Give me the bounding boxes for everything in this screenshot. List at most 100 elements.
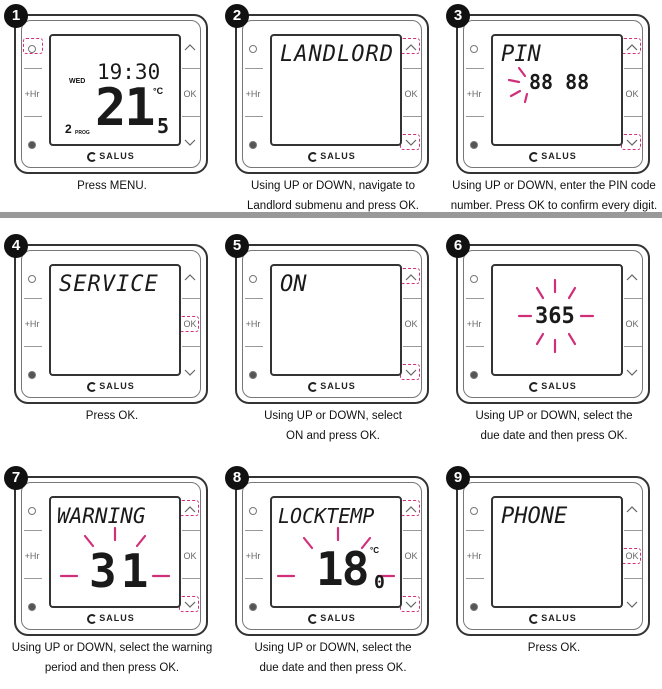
step-number-badge: 9 bbox=[446, 466, 470, 490]
ok-button[interactable]: OK bbox=[625, 551, 639, 561]
up-button[interactable] bbox=[622, 268, 642, 288]
back-button[interactable] bbox=[243, 364, 263, 384]
back-dot-icon bbox=[249, 140, 257, 149]
menu-button[interactable] bbox=[243, 38, 263, 58]
ok-button[interactable]: OK bbox=[183, 319, 197, 329]
down-button[interactable] bbox=[180, 596, 200, 616]
hr-button[interactable]: +Hr bbox=[466, 319, 482, 329]
back-button[interactable] bbox=[464, 134, 484, 154]
step-number-badge: 5 bbox=[225, 234, 249, 258]
up-button[interactable] bbox=[401, 500, 421, 520]
thermostat-device: +Hr OK LOCKTEMP 18 °C 0 SALUS bbox=[235, 476, 429, 636]
down-highlight bbox=[179, 596, 199, 612]
back-button[interactable] bbox=[464, 364, 484, 384]
menu-button[interactable] bbox=[464, 500, 484, 520]
chevron-up-icon bbox=[626, 506, 638, 513]
menu-dot-icon bbox=[28, 274, 36, 283]
lcd-text: LANDLORD bbox=[280, 42, 394, 67]
menu-button[interactable] bbox=[22, 268, 42, 288]
step-2: 2 +Hr OK LANDLORD SALUS Using UP or DOWN… bbox=[225, 2, 441, 224]
lcd-screen: 365 bbox=[491, 264, 623, 376]
ok-highlight bbox=[179, 316, 199, 332]
up-button[interactable] bbox=[180, 38, 200, 58]
menu-button[interactable] bbox=[243, 500, 263, 520]
step-number-badge: 4 bbox=[4, 234, 28, 258]
salus-logo: SALUS bbox=[237, 381, 427, 392]
salus-logo: SALUS bbox=[16, 151, 206, 162]
chevron-up-icon bbox=[184, 506, 196, 513]
lcd-day: WED bbox=[69, 78, 86, 85]
hr-button[interactable]: +Hr bbox=[24, 551, 40, 561]
hr-button[interactable]: +Hr bbox=[24, 319, 40, 329]
up-button[interactable] bbox=[401, 38, 421, 58]
salus-logo: SALUS bbox=[458, 151, 648, 162]
chevron-down-icon bbox=[184, 369, 196, 376]
ok-button[interactable]: OK bbox=[404, 551, 418, 561]
hr-button[interactable]: +Hr bbox=[466, 89, 482, 99]
up-button[interactable] bbox=[180, 500, 200, 520]
lcd-temp-dec: 5 bbox=[157, 114, 170, 138]
lcd-screen: SERVICE bbox=[49, 264, 181, 376]
menu-button[interactable] bbox=[243, 268, 263, 288]
ok-button[interactable]: OK bbox=[625, 89, 639, 99]
menu-dot-icon bbox=[28, 506, 36, 515]
up-button[interactable] bbox=[622, 500, 642, 520]
back-button[interactable] bbox=[22, 596, 42, 616]
down-button[interactable] bbox=[622, 134, 642, 154]
step-3: 3 +Hr OK PIN 88 88 SALUS Using UP o bbox=[446, 2, 662, 224]
down-button[interactable] bbox=[622, 596, 642, 616]
step-7: 7 +Hr OK WARNING 31 SALUS bbox=[4, 464, 220, 686]
hr-button[interactable]: +Hr bbox=[245, 551, 261, 561]
ok-button[interactable]: OK bbox=[625, 319, 639, 329]
down-button[interactable] bbox=[401, 596, 421, 616]
back-button[interactable] bbox=[243, 596, 263, 616]
back-button[interactable] bbox=[22, 364, 42, 384]
ok-highlight bbox=[621, 548, 641, 564]
step-number-badge: 1 bbox=[4, 4, 28, 28]
up-button[interactable] bbox=[180, 268, 200, 288]
back-button[interactable] bbox=[464, 596, 484, 616]
hr-button[interactable]: +Hr bbox=[245, 89, 261, 99]
menu-button[interactable] bbox=[22, 500, 42, 520]
up-button[interactable] bbox=[622, 38, 642, 58]
back-dot-icon bbox=[249, 602, 257, 611]
lcd-digits: 31 bbox=[89, 544, 153, 598]
menu-button[interactable] bbox=[464, 38, 484, 58]
down-button[interactable] bbox=[180, 364, 200, 384]
chevron-up-icon bbox=[184, 274, 196, 281]
down-button[interactable] bbox=[622, 364, 642, 384]
back-dot-icon bbox=[470, 140, 478, 149]
back-button[interactable] bbox=[243, 134, 263, 154]
menu-button[interactable] bbox=[22, 38, 42, 58]
menu-button[interactable] bbox=[464, 268, 484, 288]
down-button[interactable] bbox=[180, 134, 200, 154]
hr-button[interactable]: +Hr bbox=[24, 89, 40, 99]
up-button[interactable] bbox=[401, 268, 421, 288]
chevron-up-icon bbox=[184, 44, 196, 51]
back-dot-icon bbox=[28, 602, 36, 611]
back-button[interactable] bbox=[22, 134, 42, 154]
ok-button[interactable]: OK bbox=[183, 551, 197, 561]
lcd-text: WARNING bbox=[57, 504, 146, 528]
ok-button[interactable]: OK bbox=[404, 89, 418, 99]
down-button[interactable] bbox=[401, 364, 421, 384]
step-5: 5 +Hr OK ON SALUS Using UP or DOWN, sele… bbox=[225, 232, 441, 454]
lcd-screen: PIN 88 88 bbox=[491, 34, 623, 146]
chevron-down-icon bbox=[626, 139, 638, 146]
blink-rays-icon bbox=[59, 526, 171, 578]
down-button[interactable] bbox=[401, 134, 421, 154]
hr-button[interactable]: +Hr bbox=[466, 551, 482, 561]
lcd-digits: 88 88 bbox=[529, 70, 590, 94]
thermostat-device: +Hr OK WED 19:30 21 °C 5 2 PROG SALUS bbox=[14, 14, 208, 174]
lcd-temp-int: 21 bbox=[95, 78, 156, 138]
blink-rays-icon bbox=[517, 278, 595, 354]
lcd-text: SERVICE bbox=[59, 272, 159, 297]
hr-button[interactable]: +Hr bbox=[245, 319, 261, 329]
step-number-badge: 3 bbox=[446, 4, 470, 28]
ok-button[interactable]: OK bbox=[404, 319, 418, 329]
ok-button[interactable]: OK bbox=[183, 89, 197, 99]
lcd-text: PIN bbox=[501, 42, 541, 67]
